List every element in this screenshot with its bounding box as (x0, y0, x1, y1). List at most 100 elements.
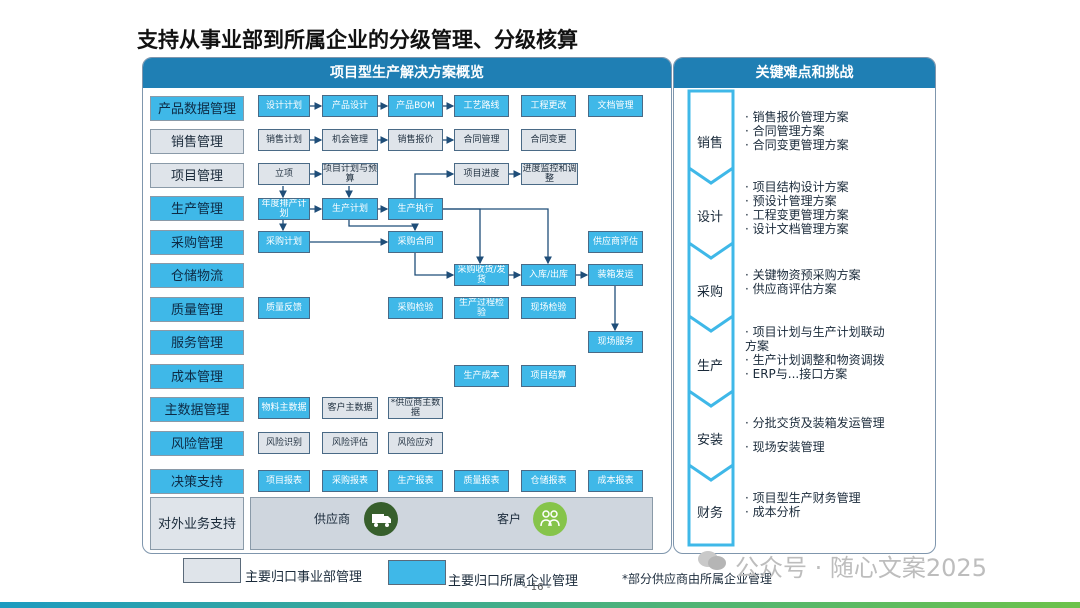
box-process-route: 工艺路线 (454, 95, 509, 117)
challenge-item: · 成本分析 (745, 505, 801, 519)
box-packing-ship: 装箱发运 (588, 264, 643, 286)
box-material-master: 物料主数据 (258, 397, 310, 419)
box-quality-feedback: 质量反馈 (258, 297, 310, 319)
challenge-item: · 生产计划调整和物资调拨 (745, 353, 885, 367)
box-doc-mgmt: 文档管理 (588, 95, 643, 117)
people-icon (533, 502, 567, 536)
stage-install: 安装 (696, 433, 723, 448)
box-project-setup: 立项 (258, 163, 310, 185)
box-site-service: 现场服务 (588, 331, 643, 353)
legend-grey-swatch (183, 558, 241, 583)
category-risk: 风险管理 (150, 431, 244, 456)
chevron-stack (687, 89, 735, 547)
challenge-item: · 分批交货及装箱发运管理 (745, 416, 885, 430)
production-challenges: · 项目计划与生产计划联动方案 · 生产计划调整和物资调拨 · ERP与...接… (745, 325, 895, 381)
box-production-report: 生产报表 (388, 470, 443, 492)
page-number: - 16 - (524, 582, 551, 593)
box-process-inspect: 生产过程检验 (454, 297, 509, 319)
legend-blue-label: 主要归口所属企业管理 (448, 574, 579, 589)
category-production: 生产管理 (150, 196, 244, 221)
category-master-data: 主数据管理 (150, 397, 244, 422)
box-progress-monitor: 进度监控和调整 (521, 163, 578, 185)
bottom-gradient-bar (0, 602, 1080, 608)
box-product-design: 产品设计 (322, 95, 378, 117)
challenges-header: 关键难点和挑战 (674, 58, 935, 88)
box-warehouse-report: 仓储报表 (521, 470, 576, 492)
challenge-item: · 项目型生产财务管理 (745, 491, 861, 505)
supplier-note: *部分供应商由所属企业管理 (622, 572, 773, 586)
challenge-item: · 合同变更管理方案 (745, 138, 849, 152)
legend-grey-label: 主要归口事业部管理 (245, 570, 363, 585)
box-site-inspect: 现场检验 (521, 297, 576, 319)
install-challenges: · 分批交货及装箱发运管理 · 现场安装管理 (745, 411, 885, 459)
box-project-report: 项目报表 (258, 470, 310, 492)
challenge-item: · 供应商评估方案 (745, 282, 837, 296)
box-contract-change: 合同变更 (521, 129, 576, 151)
truck-icon (364, 502, 398, 536)
stage-purchasing: 采购 (696, 285, 723, 300)
box-production-plan: 生产计划 (322, 198, 378, 220)
page-title: 支持从事业部到所属企业的分级管理、分级核算 (137, 28, 578, 52)
stage-design: 设计 (696, 210, 723, 225)
challenge-item: · 关键物资预采购方案 (745, 268, 861, 282)
box-production-cost: 生产成本 (454, 365, 509, 387)
challenge-item: · 项目结构设计方案 (745, 180, 849, 194)
watermark-icon (697, 548, 727, 572)
box-quality-report: 质量报表 (454, 470, 509, 492)
category-project: 项目管理 (150, 163, 244, 188)
challenge-item: · 项目计划与生产计划联动方案 (745, 325, 885, 353)
box-opportunity: 机会管理 (322, 129, 378, 151)
challenge-item: · 预设计管理方案 (745, 194, 837, 208)
challenge-item: · 工程变更管理方案 (745, 208, 849, 222)
box-design-plan: 设计计划 (258, 95, 310, 117)
challenge-item: · 合同管理方案 (745, 124, 825, 138)
solution-overview-header: 项目型生产解决方案概览 (143, 58, 671, 88)
box-risk-assess: 风险评估 (322, 432, 378, 454)
box-receive-ship: 采购收货/发货 (454, 264, 509, 286)
box-customer-master: 客户主数据 (322, 397, 378, 419)
box-eng-change: 工程更改 (521, 95, 576, 117)
legend-blue-swatch (388, 560, 446, 585)
box-warehouse-in-out: 入库/出库 (521, 264, 576, 286)
box-risk-identify: 风险识别 (258, 432, 310, 454)
category-external: 对外业务支持 (150, 497, 244, 550)
box-annual-plan: 年度排产计划 (258, 198, 310, 220)
category-sales: 销售管理 (150, 129, 244, 154)
challenge-item: · 销售报价管理方案 (745, 110, 849, 124)
challenge-item: · ERP与...接口方案 (745, 367, 848, 381)
box-production-exec: 生产执行 (388, 198, 443, 220)
box-project-plan: 项目计划与预算 (322, 163, 378, 185)
stage-finance: 财务 (696, 506, 723, 521)
box-contract-mgmt: 合同管理 (454, 129, 509, 151)
category-decision: 决策支持 (150, 469, 244, 494)
box-project-progress: 项目进度 (454, 163, 509, 185)
customer-label: 客户 (497, 512, 522, 526)
box-cost-report: 成本报表 (588, 470, 643, 492)
challenge-item: · 现场安装管理 (745, 440, 825, 454)
box-purchase-contract: 采购合同 (388, 231, 443, 253)
category-purchasing: 采购管理 (150, 230, 244, 255)
box-supplier-eval: 供应商评估 (588, 231, 643, 253)
purchasing-challenges: · 关键物资预采购方案 · 供应商评估方案 (745, 268, 861, 296)
box-risk-response: 风险应对 (388, 432, 443, 454)
finance-challenges: · 项目型生产财务管理 · 成本分析 (745, 491, 861, 519)
category-cost: 成本管理 (150, 364, 244, 389)
box-sales-quote: 销售报价 (388, 129, 443, 151)
box-sales-plan: 销售计划 (258, 129, 310, 151)
design-challenges: · 项目结构设计方案 · 预设计管理方案 · 工程变更管理方案 · 设计文档管理… (745, 180, 849, 236)
category-service: 服务管理 (150, 330, 244, 355)
category-warehouse: 仓储物流 (150, 263, 244, 288)
category-quality: 质量管理 (150, 297, 244, 322)
challenge-item: · 设计文档管理方案 (745, 222, 849, 236)
box-purchase-plan: 采购计划 (258, 231, 310, 253)
stage-production: 生产 (696, 359, 723, 374)
watermark: 公众号 · 随心文案2025 (735, 554, 987, 582)
box-project-settle: 项目结算 (521, 365, 576, 387)
box-product-bom: 产品BOM (388, 95, 443, 117)
box-purchase-inspect: 采购检验 (388, 297, 443, 319)
stage-sales: 销售 (696, 136, 723, 151)
box-purchase-report: 采购报表 (322, 470, 378, 492)
supplier-label: 供应商 (314, 512, 351, 526)
sales-challenges: · 销售报价管理方案 · 合同管理方案 · 合同变更管理方案 (745, 110, 849, 152)
